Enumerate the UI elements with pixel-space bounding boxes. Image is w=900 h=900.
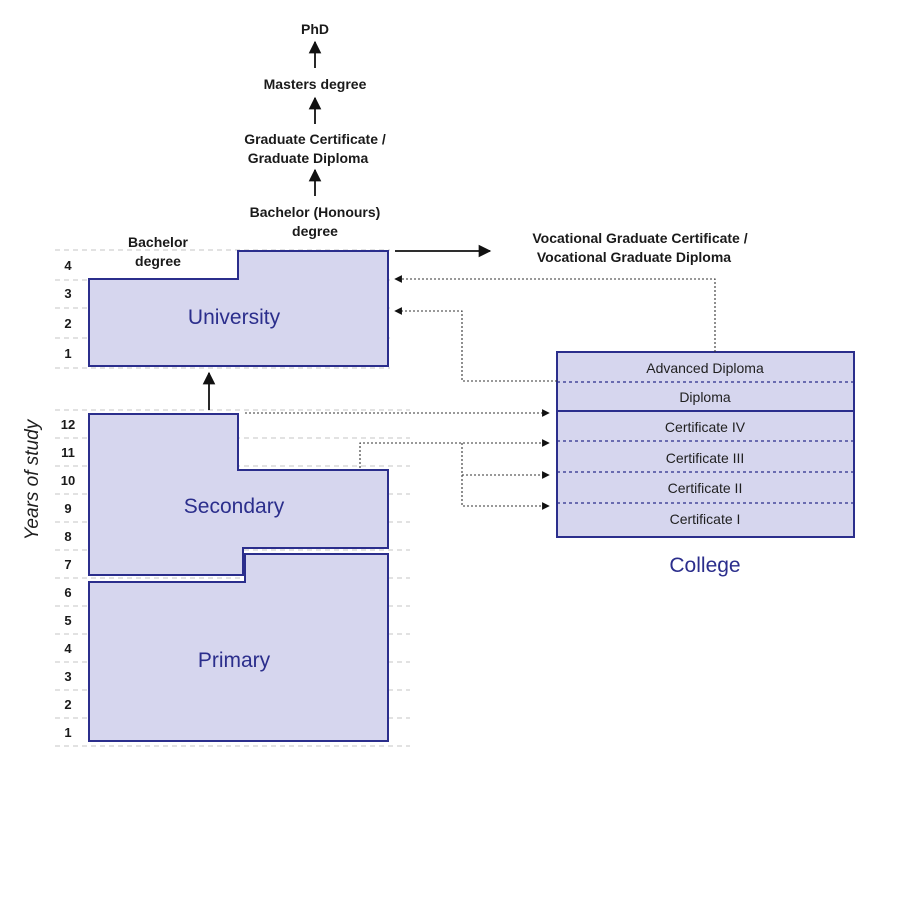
year-label: 11 bbox=[61, 445, 75, 460]
connector-college-to-university-lower bbox=[394, 307, 557, 382]
masters-label: Masters degree bbox=[264, 76, 367, 92]
year-label: 6 bbox=[64, 585, 71, 600]
year-label: 10 bbox=[61, 473, 75, 488]
college-level-certificate-i: Certificate I bbox=[670, 511, 741, 527]
year-label: 12 bbox=[61, 417, 75, 432]
school-year-labels: 12 11 10 9 8 7 6 5 4 3 2 1 bbox=[61, 417, 75, 740]
bachelor-label-line2: degree bbox=[135, 253, 181, 269]
secondary-block bbox=[88, 413, 389, 576]
connector-to-certificate-i bbox=[461, 475, 550, 510]
year-label: 3 bbox=[64, 286, 71, 301]
grad-cert-label-line2: Graduate Diploma bbox=[248, 150, 369, 166]
year-label: 2 bbox=[64, 316, 71, 331]
primary-label: Primary bbox=[198, 649, 271, 672]
college-level-certificate-ii: Certificate II bbox=[668, 480, 743, 496]
university-block bbox=[88, 250, 389, 367]
year-label: 5 bbox=[64, 613, 71, 628]
year-label: 1 bbox=[64, 725, 71, 740]
university-year-labels: 4 3 2 1 bbox=[64, 258, 72, 361]
phd-label: PhD bbox=[301, 21, 329, 37]
college-level-certificate-iv: Certificate IV bbox=[665, 419, 746, 435]
vocational-label-line1: Vocational Graduate Certificate / bbox=[532, 230, 747, 246]
year-label: 4 bbox=[64, 641, 72, 656]
college-level-certificate-iii: Certificate III bbox=[666, 450, 745, 466]
year-label: 2 bbox=[64, 697, 71, 712]
year-label: 1 bbox=[64, 346, 71, 361]
bachelor-label-line1: Bachelor bbox=[128, 234, 188, 250]
connector-secondary-to-certificate-iv bbox=[359, 439, 550, 468]
connector-college-to-university-upper bbox=[394, 275, 716, 352]
year-label: 3 bbox=[64, 669, 71, 684]
primary-block bbox=[88, 553, 389, 742]
college-label: College bbox=[669, 554, 740, 577]
year-label: 9 bbox=[64, 501, 71, 516]
connector-to-certificate-iii bbox=[461, 443, 550, 479]
college-level-advanced-diploma: Advanced Diploma bbox=[646, 360, 764, 376]
secondary-label: Secondary bbox=[184, 495, 285, 518]
university-label: University bbox=[188, 306, 281, 329]
vocational-label-line2: Vocational Graduate Diploma bbox=[537, 249, 731, 265]
honours-label-line2: degree bbox=[292, 223, 338, 239]
grad-cert-label-line1: Graduate Certificate / bbox=[244, 131, 386, 147]
honours-label-line1: Bachelor (Honours) bbox=[250, 204, 381, 220]
years-of-study-axis-label: Years of study bbox=[22, 418, 43, 540]
year-label: 7 bbox=[64, 557, 71, 572]
year-label: 4 bbox=[64, 258, 72, 273]
college-level-diploma: Diploma bbox=[679, 389, 731, 405]
college-block bbox=[556, 351, 855, 538]
year-label: 8 bbox=[64, 529, 71, 544]
